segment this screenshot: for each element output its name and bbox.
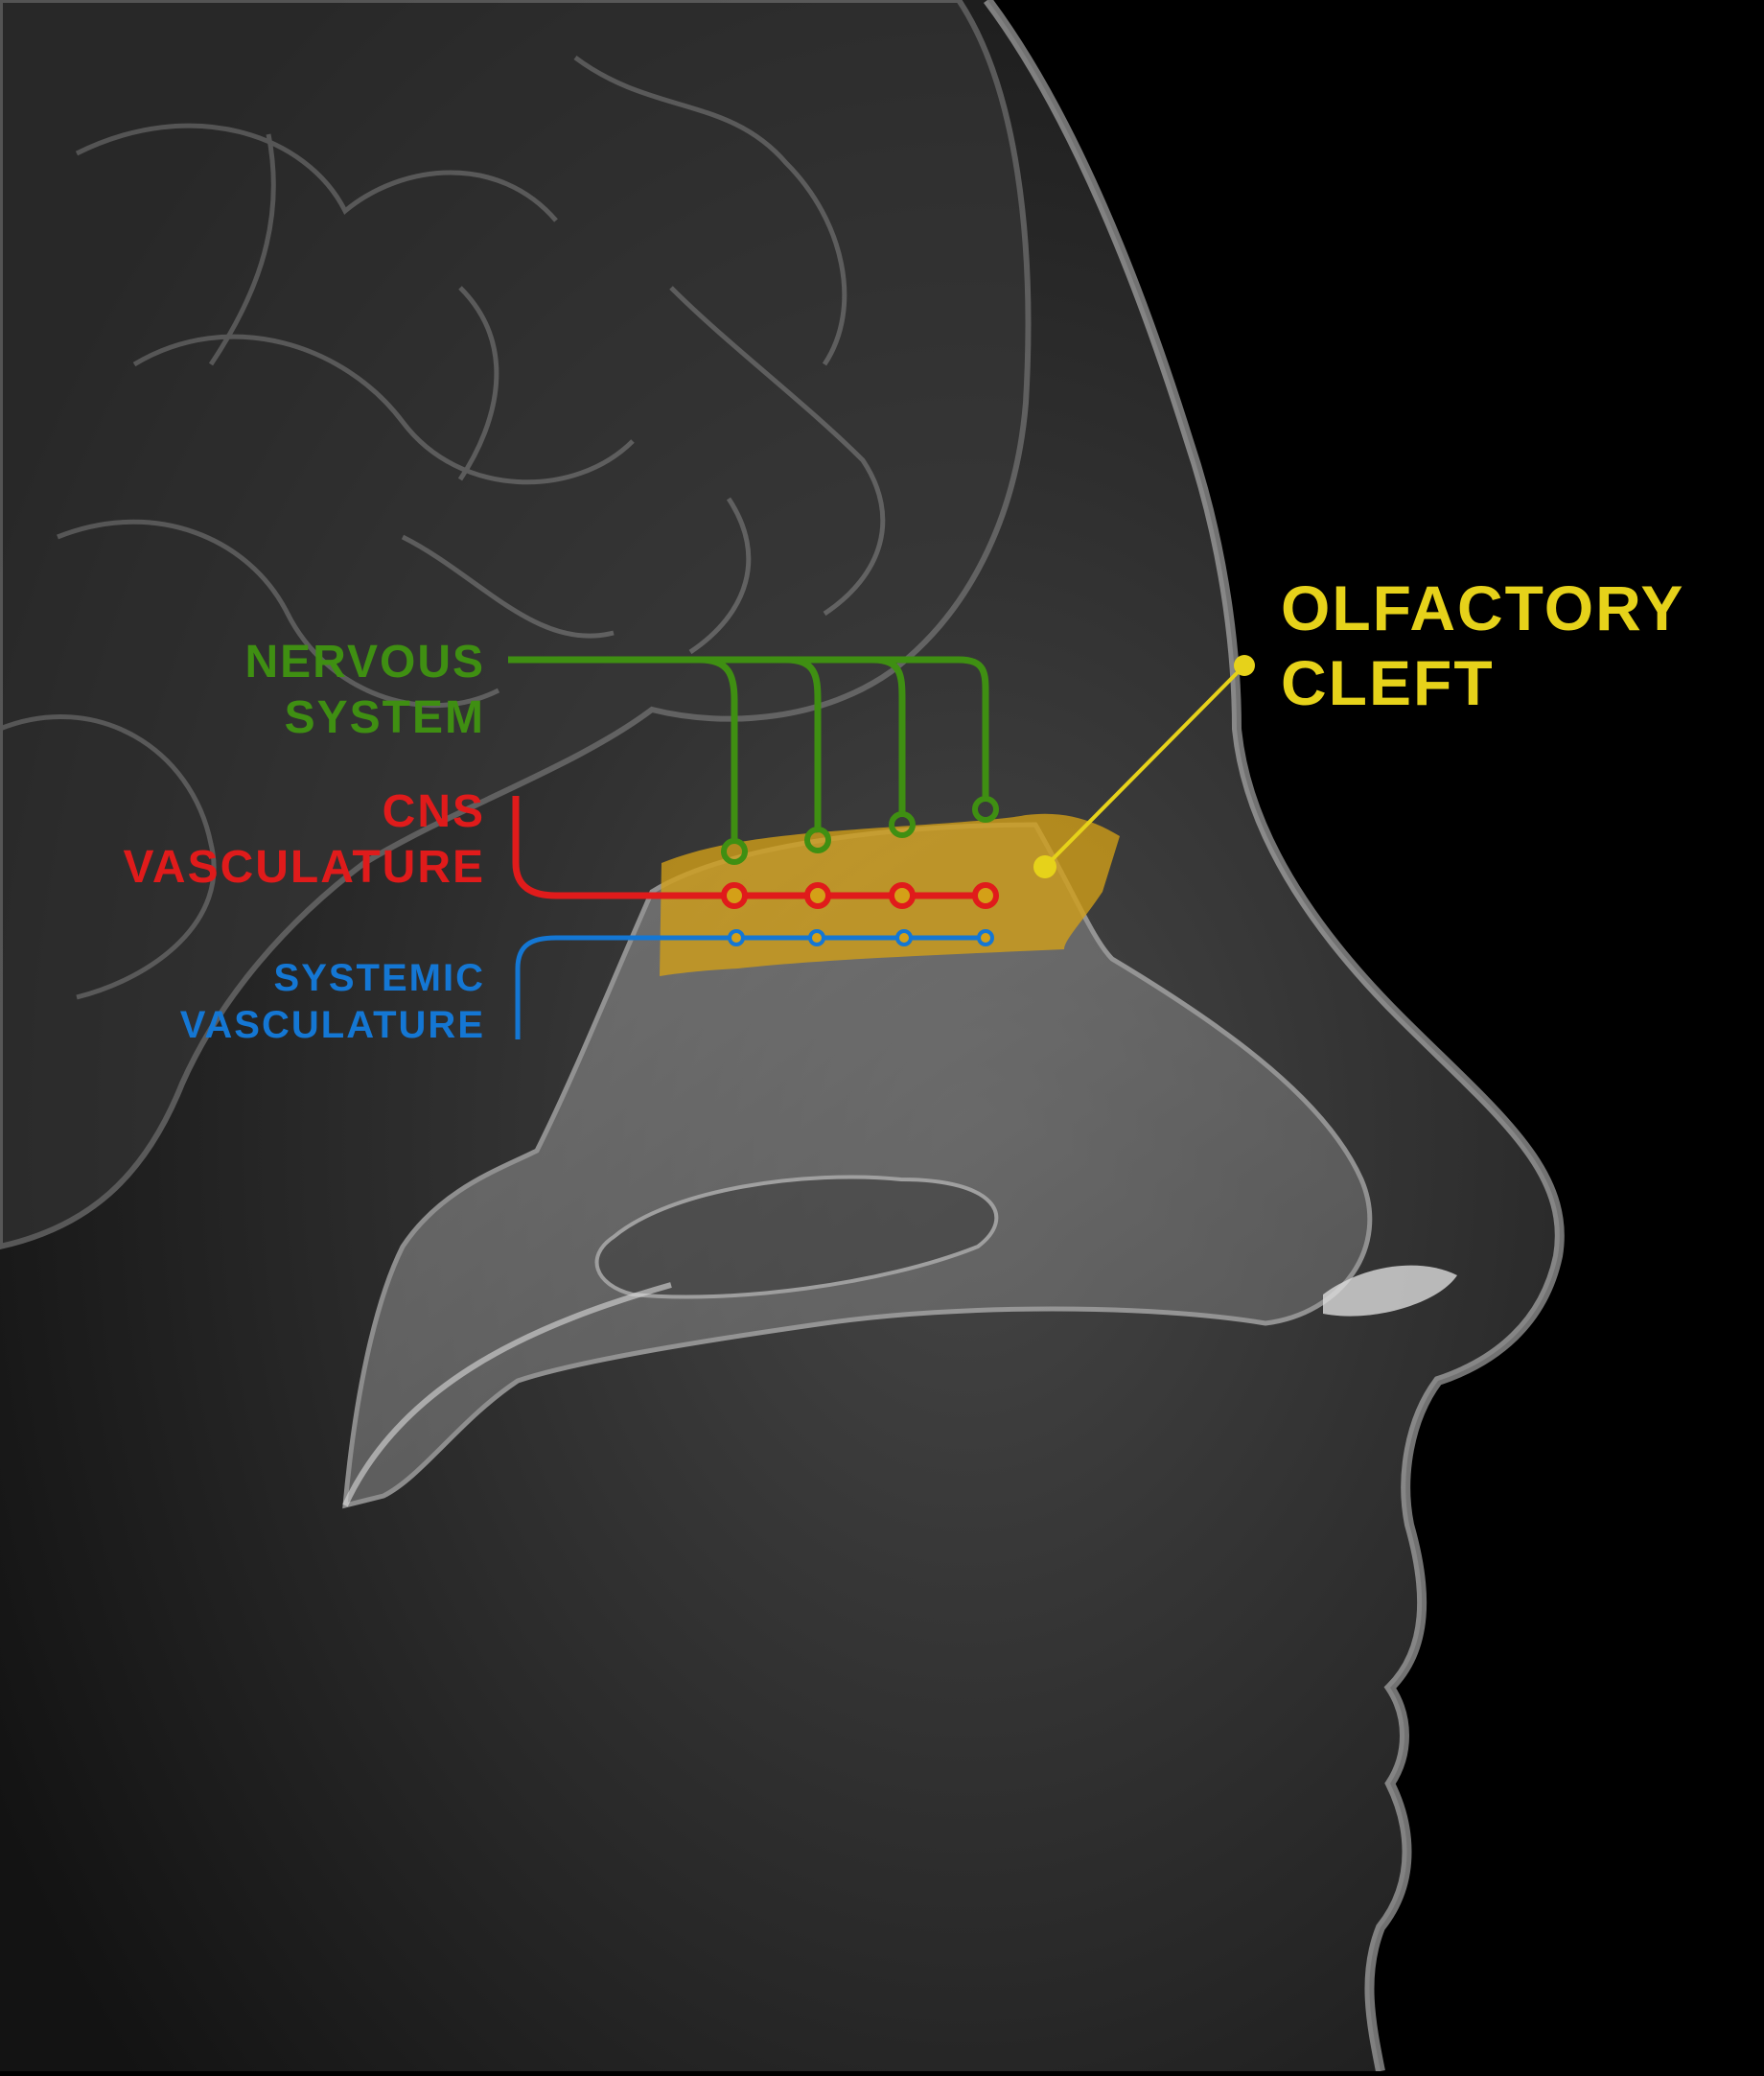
cns-vasculature-label-line2: VASCULATURE <box>123 841 485 893</box>
brain <box>0 0 1032 1250</box>
systemic-vasculature-label-line1: SYSTEMIC <box>273 957 485 999</box>
cns-vasculature-label: CNS VASCULATURE <box>123 784 485 895</box>
nervous-node-3 <box>889 811 916 838</box>
nervous-branch-2 <box>785 656 822 828</box>
nervous-system-label: NERVOUS SYSTEM <box>244 635 485 745</box>
nervous-node-4 <box>972 796 999 823</box>
nervous-branch-3 <box>871 656 906 813</box>
cns-node-1 <box>721 882 748 909</box>
systemic-node-2 <box>808 929 825 946</box>
cns-node-3 <box>889 882 916 909</box>
nervous-node-2 <box>804 827 831 853</box>
nervous-branch-4 <box>958 656 989 798</box>
cns-node-4 <box>972 882 999 909</box>
nervous-system-connectors <box>508 656 999 865</box>
systemic-vasculature-label: SYSTEMIC VASCULATURE <box>180 955 485 1049</box>
nervous-system-label-line2: SYSTEM <box>284 691 485 743</box>
systemic-vasculature-connectors <box>515 929 994 1039</box>
olfactory-cleft-label: OLFACTORY CLEFT <box>1281 571 1684 721</box>
systemic-node-4 <box>977 929 994 946</box>
nervous-system-label-line1: NERVOUS <box>244 637 485 688</box>
olfactory-cleft-label-line1: OLFACTORY <box>1281 572 1685 643</box>
cns-line <box>512 796 987 899</box>
cns-vasculature-connectors <box>512 796 999 909</box>
nervous-branch-1 <box>699 656 738 840</box>
nervous-node-1 <box>721 838 748 865</box>
olfactory-dot-inner <box>1033 855 1056 878</box>
profile-edge <box>983 0 1565 2072</box>
olfactory-cleft-leader <box>1033 655 1255 878</box>
nasal-cavity <box>342 822 1457 1509</box>
systemic-node-1 <box>728 929 745 946</box>
systemic-node-3 <box>895 929 913 946</box>
olfactory-leader-line <box>1043 664 1246 869</box>
cns-node-2 <box>804 882 831 909</box>
systemic-line <box>515 935 987 1039</box>
olfactory-dot-outer <box>1234 655 1255 676</box>
olfactory-cleft-label-line2: CLEFT <box>1281 646 1495 718</box>
cns-vasculature-label-line1: CNS <box>382 786 485 837</box>
systemic-vasculature-label-line2: VASCULATURE <box>179 1003 485 1046</box>
